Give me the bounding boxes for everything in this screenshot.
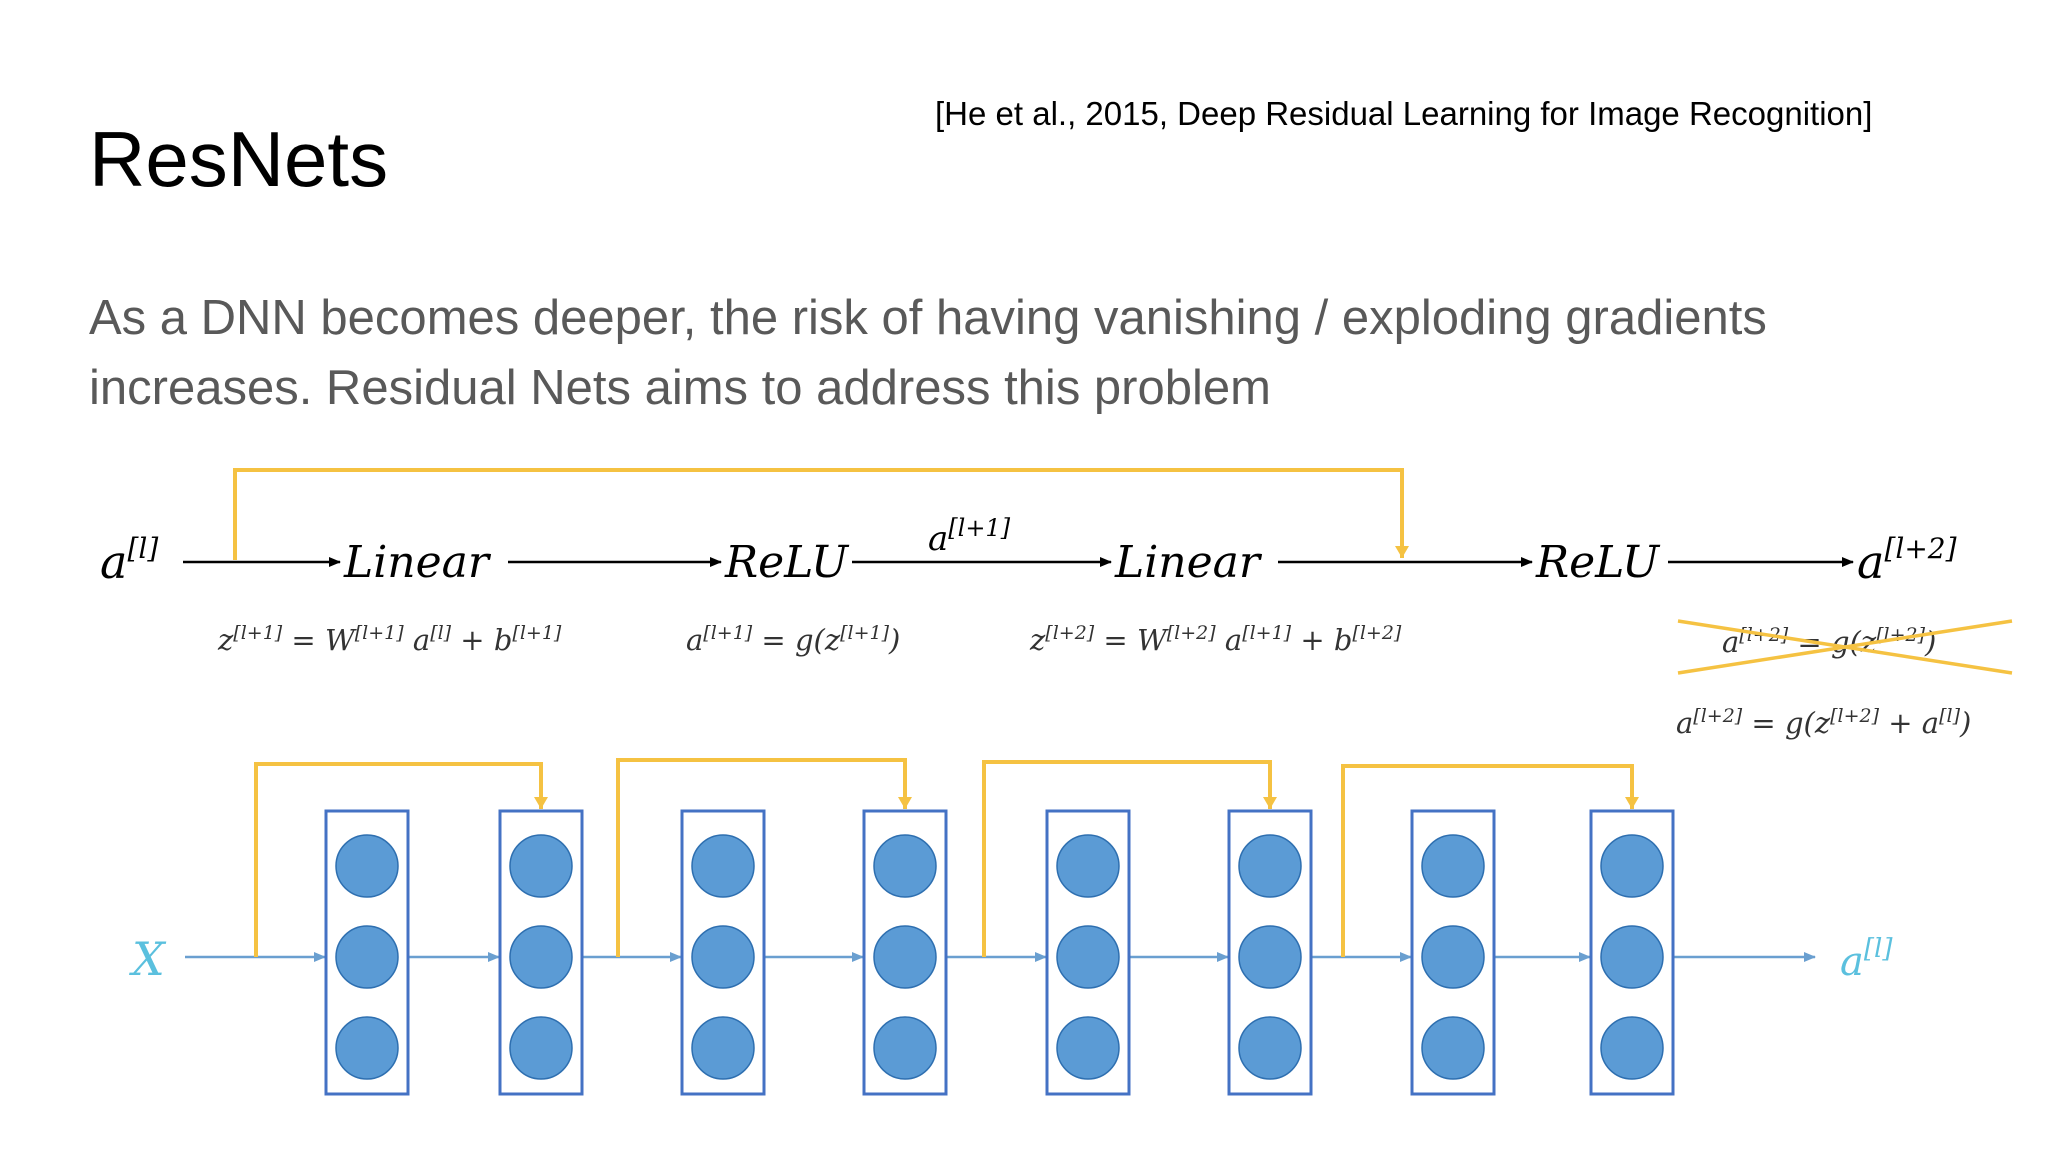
- equation-a2-residual: a[l+2] = g(z[l+2] + a[l]): [1676, 705, 1971, 740]
- neuron: [335, 834, 399, 898]
- neuron: [1421, 834, 1485, 898]
- neuron: [691, 834, 755, 898]
- body-text: As a DNN becomes deeper, the risk of hav…: [89, 283, 1989, 423]
- layer-box: [862, 809, 948, 1096]
- neuron: [1238, 834, 1302, 898]
- neuron: [873, 1016, 937, 1080]
- network-skip-connection: [254, 762, 548, 957]
- layer-box: [1227, 809, 1313, 1096]
- neuron: [509, 834, 573, 898]
- neuron: [691, 1016, 755, 1080]
- neuron: [873, 925, 937, 989]
- network-skip-connection: [982, 760, 1277, 957]
- neuron: [1056, 834, 1120, 898]
- block-output-label: a[l+2]: [1857, 532, 1957, 589]
- neuron: [1600, 1016, 1664, 1080]
- body-line-1: As a DNN becomes deeper, the risk of hav…: [89, 291, 1767, 345]
- mid-activation-label: a[l+1]: [928, 514, 1011, 559]
- layer-box: [498, 809, 584, 1096]
- layer-box: [1045, 809, 1131, 1096]
- network-skip-connection: [616, 758, 912, 957]
- neuron: [1238, 1016, 1302, 1080]
- layer-box: [680, 809, 766, 1096]
- neuron: [1421, 1016, 1485, 1080]
- layer-box: [1589, 809, 1675, 1096]
- neuron: [335, 1016, 399, 1080]
- node-linear-2: Linear: [1114, 537, 1263, 588]
- residual-block: a[l] Linear ReLU Linear ReLU a[l+1] a[l+…: [100, 468, 2013, 740]
- equation-z1: z[l+1] = W[l+1] a[l] + b[l+1]: [217, 622, 562, 657]
- neuron: [1421, 925, 1485, 989]
- equation-z2: z[l+2] = W[l+2] a[l+1] + b[l+2]: [1029, 622, 1402, 657]
- block-input-label: a[l]: [100, 532, 158, 589]
- body-line-2: increases. Residual Nets aims to address…: [89, 361, 1271, 415]
- node-linear-1: Linear: [343, 537, 492, 588]
- neuron: [509, 925, 573, 989]
- network-skip-connection: [1341, 764, 1639, 957]
- neuron: [1600, 834, 1664, 898]
- citation: [He et al., 2015, Deep Residual Learning…: [935, 95, 1873, 132]
- residual-network: X a[l]: [129, 758, 1893, 1096]
- node-relu-2: ReLU: [1535, 537, 1661, 588]
- neuron: [873, 834, 937, 898]
- slide-title: ResNets: [89, 115, 389, 203]
- equation-a2-crossed: a[l+2] = g(z[l+2]): [1722, 624, 1936, 659]
- neuron: [1056, 1016, 1120, 1080]
- neuron: [509, 1016, 573, 1080]
- network-input-label: X: [129, 932, 167, 986]
- neuron: [1056, 925, 1120, 989]
- neuron: [691, 925, 755, 989]
- network-output-label: a[l]: [1840, 934, 1893, 985]
- neuron: [1238, 925, 1302, 989]
- skip-connection-line: [233, 468, 1409, 560]
- node-relu-1: ReLU: [724, 537, 850, 588]
- neuron: [335, 925, 399, 989]
- cross-out-line-2: [1677, 619, 2013, 675]
- neuron: [1600, 925, 1664, 989]
- layer-box: [324, 809, 410, 1096]
- layer-box: [1410, 809, 1496, 1096]
- equation-a1: a[l+1] = g(z[l+1]): [686, 622, 900, 657]
